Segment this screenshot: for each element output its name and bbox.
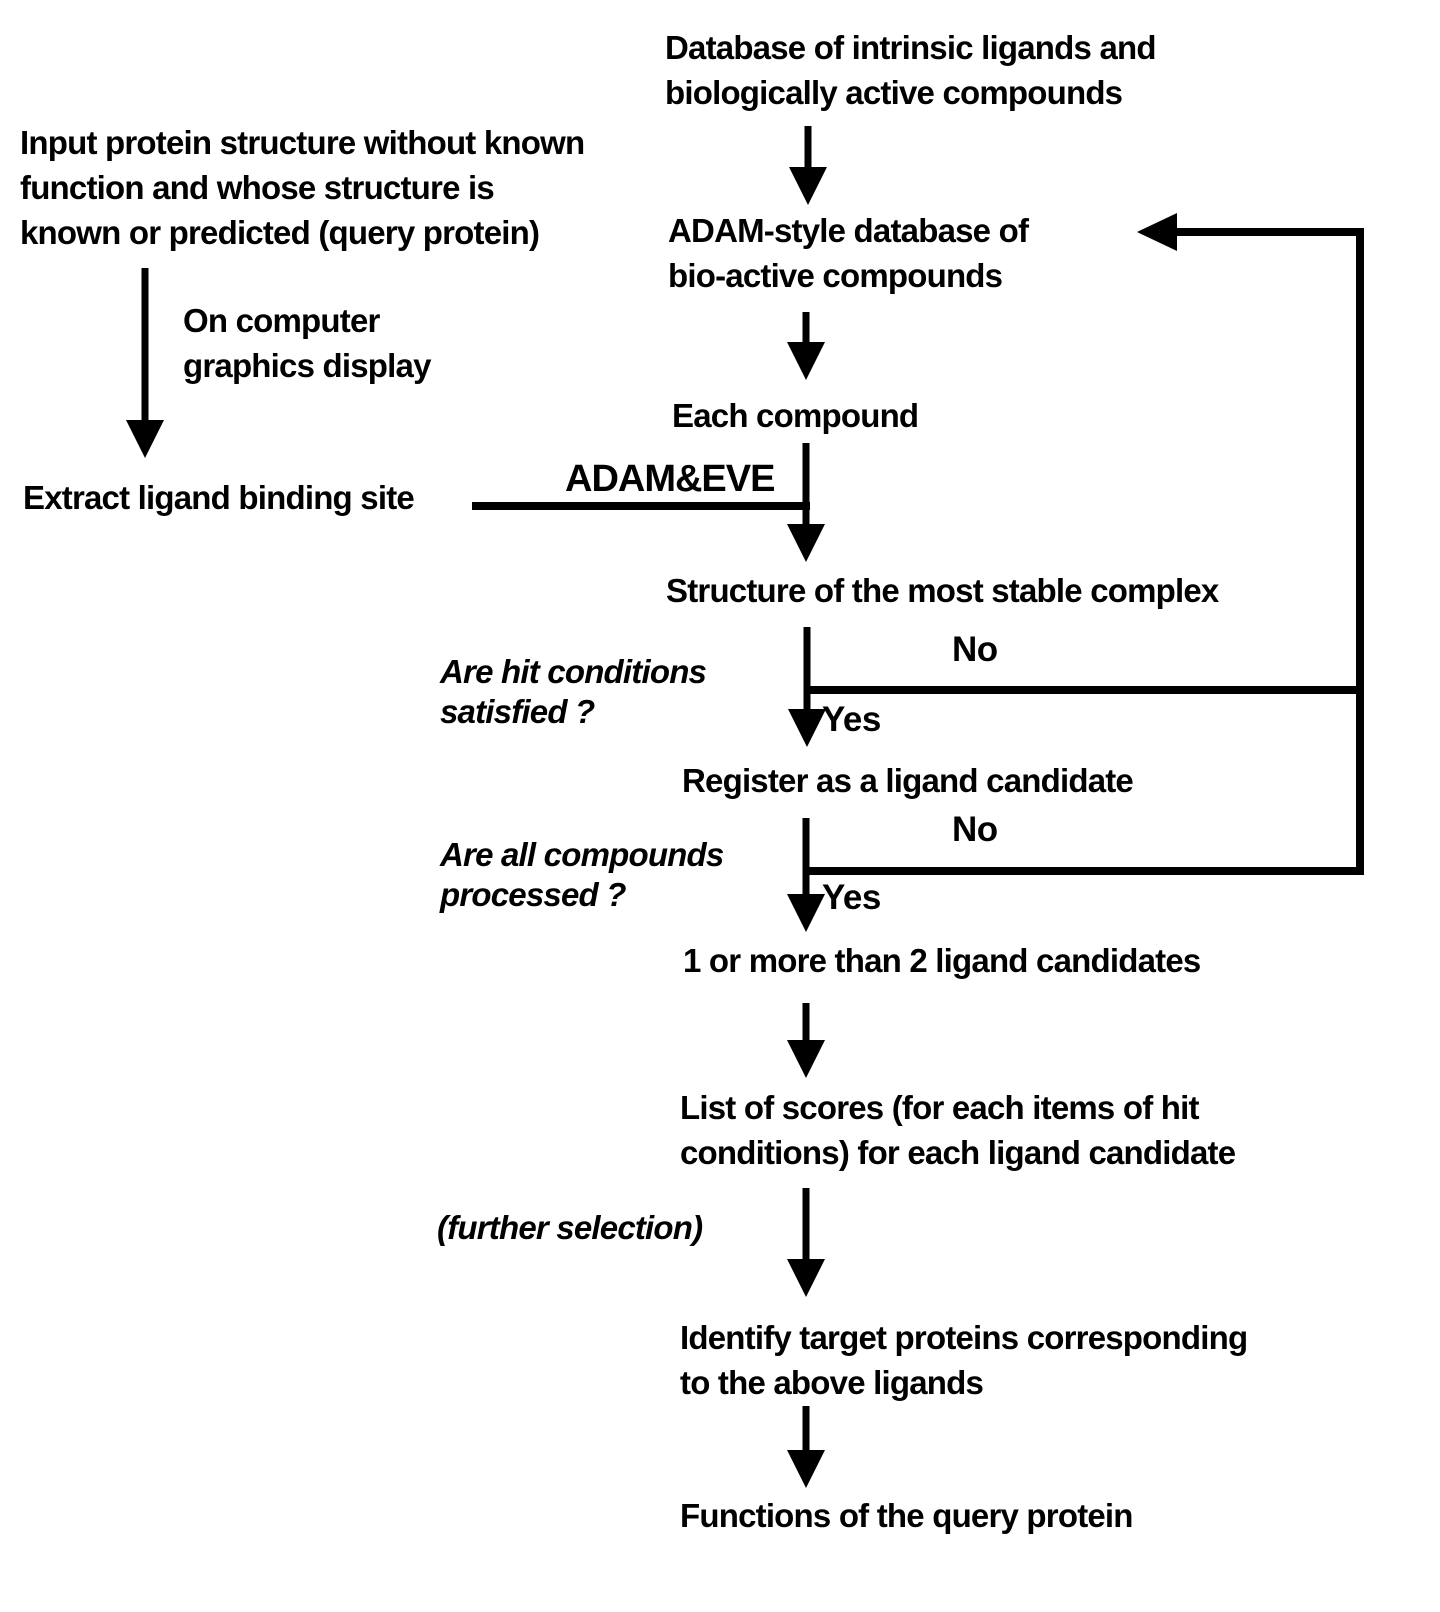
label-further-selection: (further selection) [437,1209,703,1246]
arrow-compound-to-complex [787,443,825,562]
node-extract-binding-site: Extract ligand binding site [23,479,415,516]
arrow-candidates-to-scores [787,1003,825,1078]
node-identify-targets: Identify target proteins corresponding t… [680,1319,1248,1401]
label-adam-eve: ADAM&EVE [565,458,775,500]
branch-label-hit-no: No [952,630,998,669]
node-functions-query-protein: Functions of the query protein [680,1497,1133,1534]
label-hit-conditions: Are hit conditions satisfied ? [440,653,707,730]
label-all-compounds: Are all compounds processed ? [440,836,724,913]
arrow-scores-to-identify [787,1188,825,1297]
arrow-db-to-adamdb [789,126,827,205]
node-ligand-candidates: 1 or more than 2 ligand candidates [683,942,1201,979]
label-on-computer-graphics: On computer graphics display [183,302,431,384]
node-each-compound: Each compound [672,397,919,434]
arrow-identify-to-functions [787,1406,825,1488]
node-register-candidate: Register as a ligand candidate [682,762,1134,799]
branch-label-hit-yes: Yes [822,700,881,739]
node-input-protein: Input protein structure without known fu… [20,124,585,251]
node-database-intrinsic: Database of intrinsic ligands and biolog… [665,29,1157,111]
arrow-adamdb-to-compound [787,312,825,380]
arrow-register-to-candidates [787,818,825,932]
node-adam-style-database: ADAM-style database of bio-active compou… [668,212,1029,294]
arrow-complex-to-register [788,627,826,747]
branch-label-processed-no: No [952,810,998,849]
arrow-input-to-extract [126,268,164,458]
node-stable-complex: Structure of the most stable complex [666,572,1219,609]
node-list-of-scores: List of scores (for each items of hit co… [680,1089,1236,1171]
branch-label-processed-yes: Yes [822,878,881,917]
loop-back-arrow [1137,213,1364,875]
